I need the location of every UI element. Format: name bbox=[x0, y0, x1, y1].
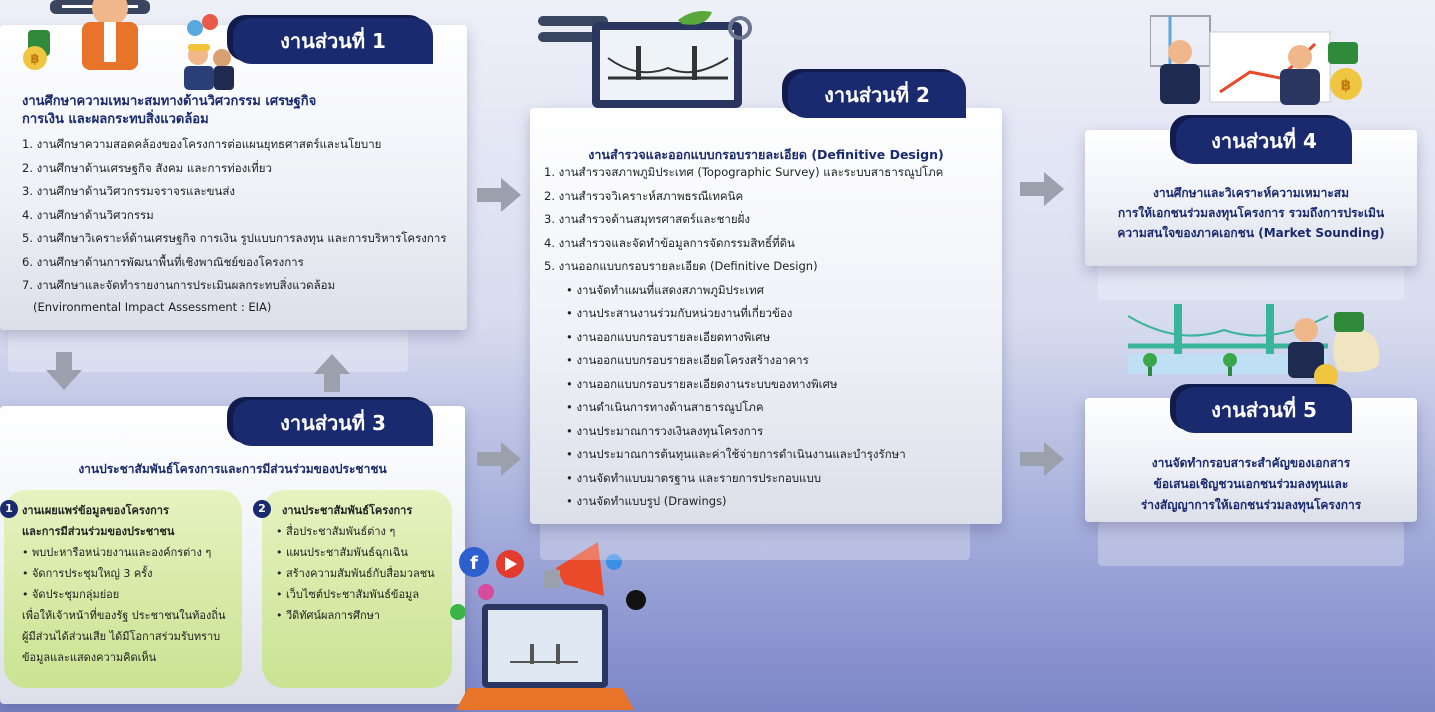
social-media-illustration: f bbox=[450, 542, 646, 710]
part3-tab: งานส่วนที่ 3 bbox=[233, 400, 433, 446]
list-item: ข้อมูลและแสดงความคิดเห็น bbox=[22, 651, 157, 664]
twitter-icon bbox=[606, 554, 622, 570]
whatsapp-icon bbox=[450, 604, 466, 620]
arrow-right-icon bbox=[477, 442, 521, 476]
part2-card bbox=[530, 108, 1002, 524]
svg-text:฿: ฿ bbox=[30, 52, 39, 67]
list-item: 1. งานสำรวจสภาพภูมิประเทศ (Topographic S… bbox=[544, 165, 944, 179]
arrow-right-icon bbox=[1020, 442, 1064, 476]
list-item: • งานจัดทำแบบมาตรฐาน และรายการประกอบแบบ bbox=[566, 470, 822, 485]
list-item: 2. งานสำรวจวิเคราะห์สภาพธรณีเทคนิค bbox=[544, 188, 744, 203]
part5-tab: งานส่วนที่ 5 bbox=[1176, 387, 1352, 433]
part3-title: งานประชาสัมพันธ์โครงการและการมีส่วนร่วมข… bbox=[78, 462, 387, 476]
list-item: • งานออกแบบกรอบรายละเอียดโครงสร้างอาคาร bbox=[566, 353, 809, 367]
list-item: 4. งานศึกษาด้านวิศวกรรม bbox=[22, 207, 154, 222]
part1-title: งานศึกษาความเหมาะสมทางด้านวิศวกรรม เศรษฐ… bbox=[22, 94, 317, 127]
arrow-up-icon bbox=[314, 354, 350, 392]
list-item: • งานจัดทำแบบรูป (Drawings) bbox=[566, 494, 727, 508]
list-item: (Environmental Impact Assessment : EIA) bbox=[22, 299, 272, 314]
arrow-right-icon bbox=[477, 178, 521, 212]
list-item: • งานประมาณการต้นทุนและค่าใช้จ่ายการดำเน… bbox=[566, 447, 906, 461]
part4-tab: งานส่วนที่ 4 bbox=[1176, 118, 1352, 164]
business-people-illustration: ฿ bbox=[1150, 15, 1362, 105]
svg-text:f: f bbox=[470, 553, 478, 574]
part2-title: งานสำรวจและออกแบบกรอบรายละเอียด (Definit… bbox=[588, 147, 944, 162]
list-item: • งานจัดทำแผนที่แสดงสภาพภูมิประเทศ bbox=[566, 282, 764, 297]
gear-icon bbox=[728, 16, 752, 40]
list-item: • งานประสานงานร่วมกับหน่วยงานที่เกี่ยวข้… bbox=[566, 306, 793, 320]
list-item: • งานออกแบบกรอบรายละเอียดทางพิเศษ bbox=[566, 329, 771, 344]
list-item: 5. งานศึกษาวิเคราะห์ด้านเศรษฐกิจ การเงิน… bbox=[22, 231, 447, 245]
list-item: • จัดการประชุมใหญ่ 3 ครั้ง bbox=[22, 567, 153, 580]
list-item: • วีดิทัศน์ผลการศึกษา bbox=[276, 609, 381, 622]
list-item: 2. งานศึกษาด้านเศรษฐกิจ สังคม และการท่อง… bbox=[22, 160, 272, 175]
part3-box1: งานเผยแพร่ข้อมูลของโครงการ และการมีส่วนร… bbox=[4, 490, 242, 688]
bridge-illustration bbox=[1128, 304, 1380, 388]
list-item: 1. งานศึกษาความสอดคล้องของโครงการต่อแผนย… bbox=[22, 137, 382, 151]
part2-tab: งานส่วนที่ 2 bbox=[788, 72, 966, 118]
list-item: ผู้มีส่วนได้ส่วนเสีย ได้มีโอกาสร่วมรับทร… bbox=[22, 630, 221, 643]
list-item: เพื่อให้เจ้าหน้าที่ของรัฐ ประชาชนในท้องถ… bbox=[22, 609, 226, 622]
list-item: 3. งานศึกษาด้านวิศวกรรมจราจรและขนส่ง bbox=[22, 184, 236, 198]
facebook-icon bbox=[459, 547, 489, 577]
money-bag-icon bbox=[1333, 330, 1380, 373]
list-item: 3. งานสำรวจด้านสมุทรศาสตร์และชายฝั่ง bbox=[544, 212, 750, 226]
list-item: • งานดำเนินการทางด้านสาธารณูปโภค bbox=[566, 400, 764, 414]
part1-list: 1. งานศึกษาความสอดคล้องของโครงการต่อแผนย… bbox=[22, 133, 447, 316]
step-number-badge: 2 bbox=[253, 500, 271, 518]
money-bag-icon bbox=[1328, 42, 1358, 64]
laptop-bridge-illustration bbox=[538, 11, 752, 108]
tiktok-icon bbox=[626, 590, 646, 610]
list-item: • พบปะหารือหน่วยงานและองค์กรต่าง ๆ bbox=[22, 546, 212, 559]
list-item: • งานประมาณการวงเงินลงทุนโครงการ bbox=[566, 423, 764, 438]
list-item: 5. งานออกแบบกรอบรายละเอียด (Definitive D… bbox=[544, 259, 818, 273]
people-illustration: ฿ bbox=[23, 0, 234, 90]
step-number-badge: 1 bbox=[0, 500, 18, 518]
part2-list: 1. งานสำรวจสภาพภูมิประเทศ (Topographic S… bbox=[544, 161, 943, 514]
arrow-right-icon bbox=[1020, 172, 1064, 206]
list-item: 6. งานศึกษาด้านการพัฒนาพื้นที่เชิงพาณิชย… bbox=[22, 254, 304, 269]
list-item: • สื่อประชาสัมพันธ์ต่าง ๆ bbox=[276, 525, 396, 538]
list-item: 7. งานศึกษาและจัดทำรายงานการประเมินผลกระ… bbox=[22, 278, 336, 292]
arrow-down-icon bbox=[46, 352, 82, 390]
part3-box2: งานประชาสัมพันธ์โครงการ • สื่อประชาสัมพั… bbox=[262, 490, 452, 688]
part1-tab: งานส่วนที่ 1 bbox=[233, 18, 433, 64]
list-item: • สร้างความสัมพันธ์กับสื่อมวลชน bbox=[276, 567, 435, 580]
instagram-icon bbox=[478, 584, 494, 600]
list-item: • งานออกแบบกรอบรายละเอียดงานระบบของทางพิ… bbox=[566, 376, 838, 391]
svg-text:฿: ฿ bbox=[1341, 76, 1351, 94]
list-item: • จัดประชุมกลุ่มย่อย bbox=[22, 588, 120, 601]
list-item: • แผนประชาสัมพันธ์ฉุกเฉิน bbox=[276, 546, 408, 559]
part4-text: งานศึกษาและวิเคราะห์ความเหมาะสม การให้เอ… bbox=[1117, 186, 1385, 240]
megaphone-icon bbox=[556, 542, 604, 596]
list-item: 4. งานสำรวจและจัดทำข้อมูลการจัดกรรมสิทธิ… bbox=[544, 235, 795, 250]
list-item: • เว็บไซต์ประชาสัมพันธ์ข้อมูล bbox=[276, 588, 420, 601]
part5-text: งานจัดทำกรอบสาระสำคัญของเอกสาร ข้อเสนอเช… bbox=[1140, 456, 1362, 512]
